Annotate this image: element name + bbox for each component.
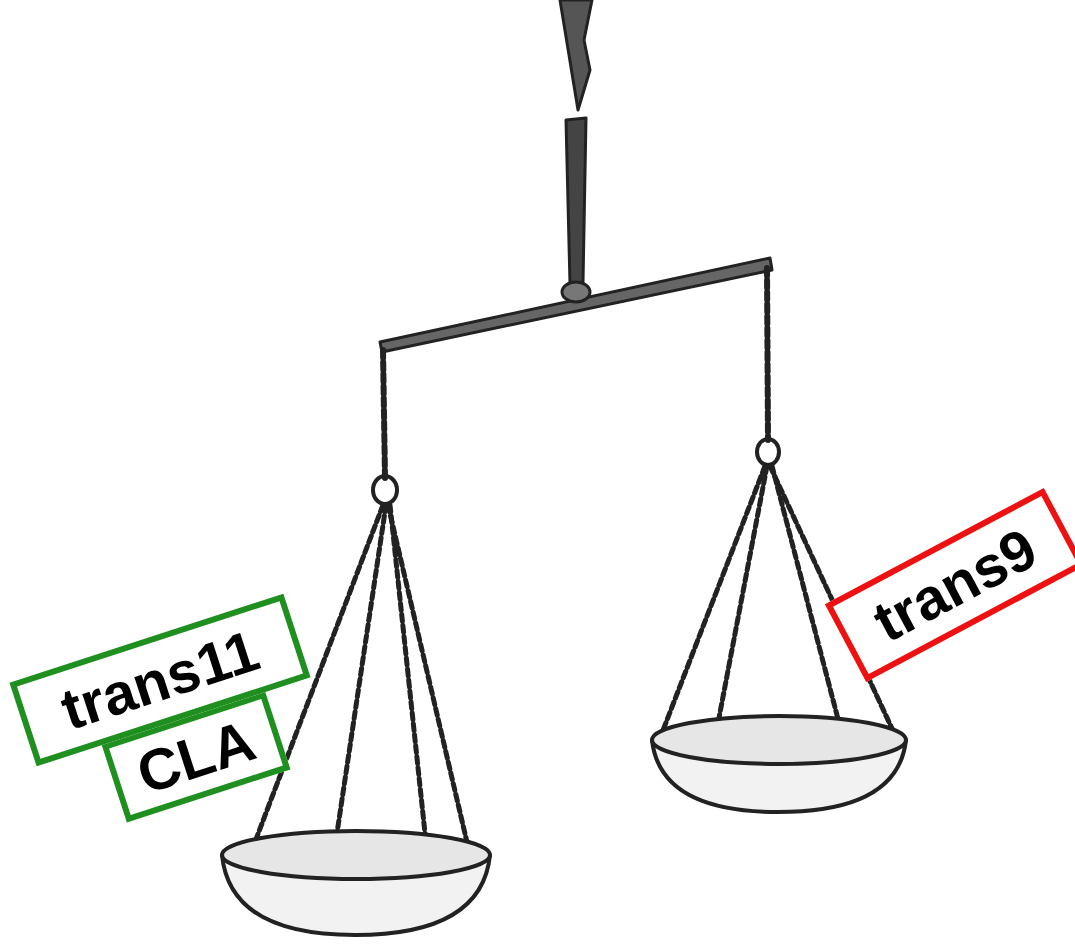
right-pan-rim	[652, 716, 906, 764]
right-chain	[660, 466, 765, 738]
right-hanger	[767, 268, 768, 440]
scale-pivot	[562, 282, 590, 302]
label-box: trans9	[825, 488, 1075, 682]
scale-beam	[380, 258, 772, 352]
left-chain	[390, 505, 430, 880]
left-hanger	[383, 350, 385, 478]
left-chain	[388, 505, 470, 855]
scale-pillar	[566, 118, 586, 284]
right-ring	[757, 439, 779, 465]
left-chain	[330, 505, 386, 880]
left-ring	[373, 476, 397, 504]
box-label: trans9	[865, 519, 1046, 652]
scale-hook	[560, 0, 592, 110]
left-pan-rim	[222, 831, 490, 879]
